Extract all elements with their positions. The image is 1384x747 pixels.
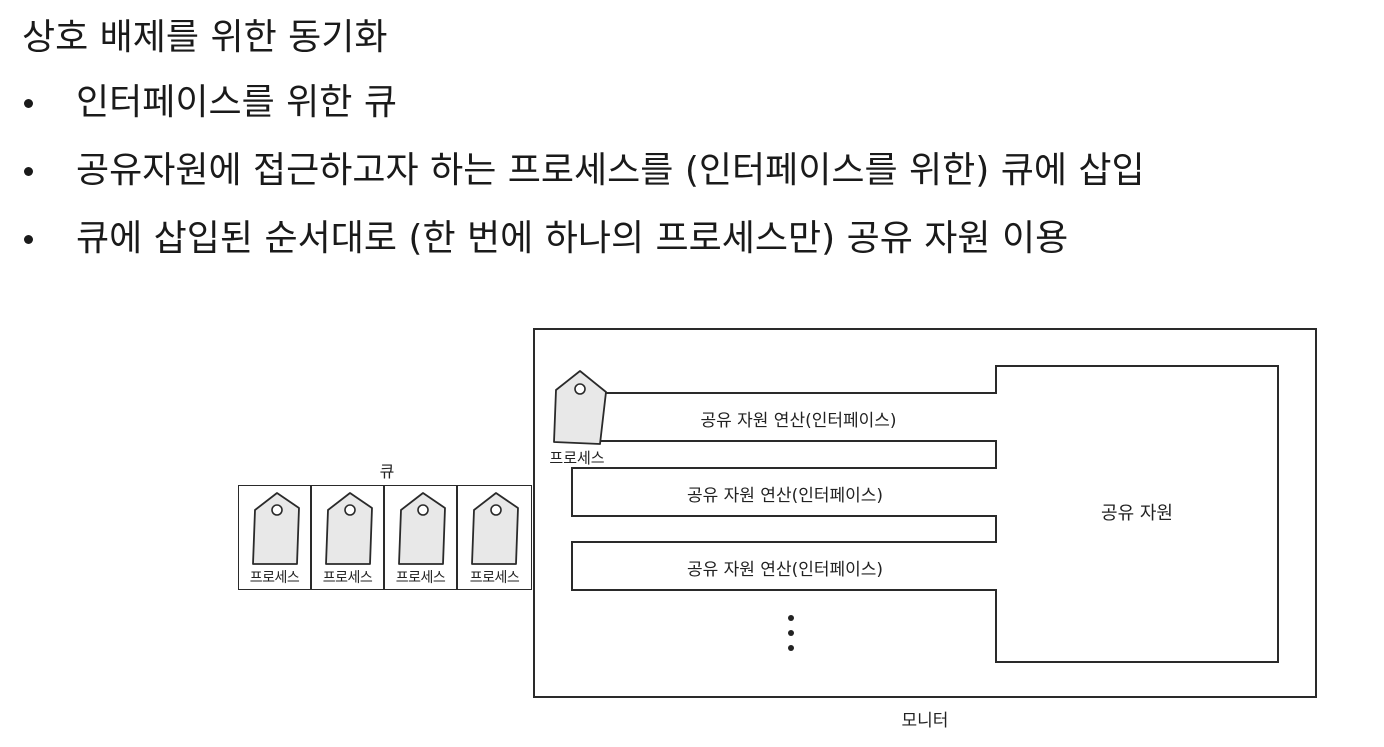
process-tag-icon — [325, 492, 373, 565]
process-tag-icon — [553, 370, 607, 445]
bullet-text: 인터페이스를 위한 큐 — [76, 82, 397, 123]
queue-item-label: 프로세스 — [395, 570, 446, 586]
bullet-text: 큐에 삽입된 순서대로 (한 번에 하나의 프로세스만) 공유 자원 이용 — [76, 218, 1069, 259]
shared-resource-box: 공유 자원 — [995, 365, 1279, 663]
interface-operation-bar: 공유 자원 연산(인터페이스) — [598, 392, 997, 442]
queue-item-label: 프로세스 — [322, 570, 373, 586]
queue-item-label: 프로세스 — [249, 570, 300, 586]
queue-cell: 프로세스 — [238, 485, 311, 590]
queue-cell: 프로세스 — [384, 485, 457, 590]
queue-item-label: 프로세스 — [469, 570, 520, 586]
queue-label: 큐 — [379, 462, 395, 481]
process-tag-icon — [398, 492, 446, 565]
interface-operation-label: 공유 자원 연산(인터페이스) — [686, 560, 884, 580]
process-tag-icon — [471, 492, 519, 565]
interface-operation-label: 공유 자원 연산(인터페이스) — [700, 411, 897, 431]
ellipsis-icon — [788, 615, 796, 660]
interface-operation-bar: 공유 자원 연산(인터페이스) — [571, 541, 997, 591]
bullet-text: 공유자원에 접근하고자 하는 프로세스를 (인터페이스를 위한) 큐에 삽입 — [76, 150, 1145, 191]
monitor-label: 모니터 — [901, 711, 949, 731]
bullet-item: 인터페이스를 위한 큐 — [22, 78, 1145, 146]
active-process-label: 프로세스 — [549, 449, 605, 467]
bullet-dot-icon — [24, 235, 33, 244]
shared-resource-label: 공유 자원 — [1101, 503, 1173, 524]
interface-operation-label: 공유 자원 연산(인터페이스) — [686, 486, 884, 506]
bullet-dot-icon — [24, 99, 33, 108]
bullet-item: 공유자원에 접근하고자 하는 프로세스를 (인터페이스를 위한) 큐에 삽입 — [22, 146, 1145, 214]
queue-cell: 프로세스 — [457, 485, 532, 590]
process-tag-icon — [252, 492, 300, 565]
page-title: 상호 배제를 위한 동기화 — [22, 17, 388, 58]
bullet-list: 인터페이스를 위한 큐 공유자원에 접근하고자 하는 프로세스를 (인터페이스를… — [22, 78, 1145, 282]
bullet-dot-icon — [24, 167, 33, 176]
bullet-item: 큐에 삽입된 순서대로 (한 번에 하나의 프로세스만) 공유 자원 이용 — [22, 214, 1145, 282]
interface-operation-bar: 공유 자원 연산(인터페이스) — [571, 467, 997, 517]
queue-cell: 프로세스 — [311, 485, 384, 590]
